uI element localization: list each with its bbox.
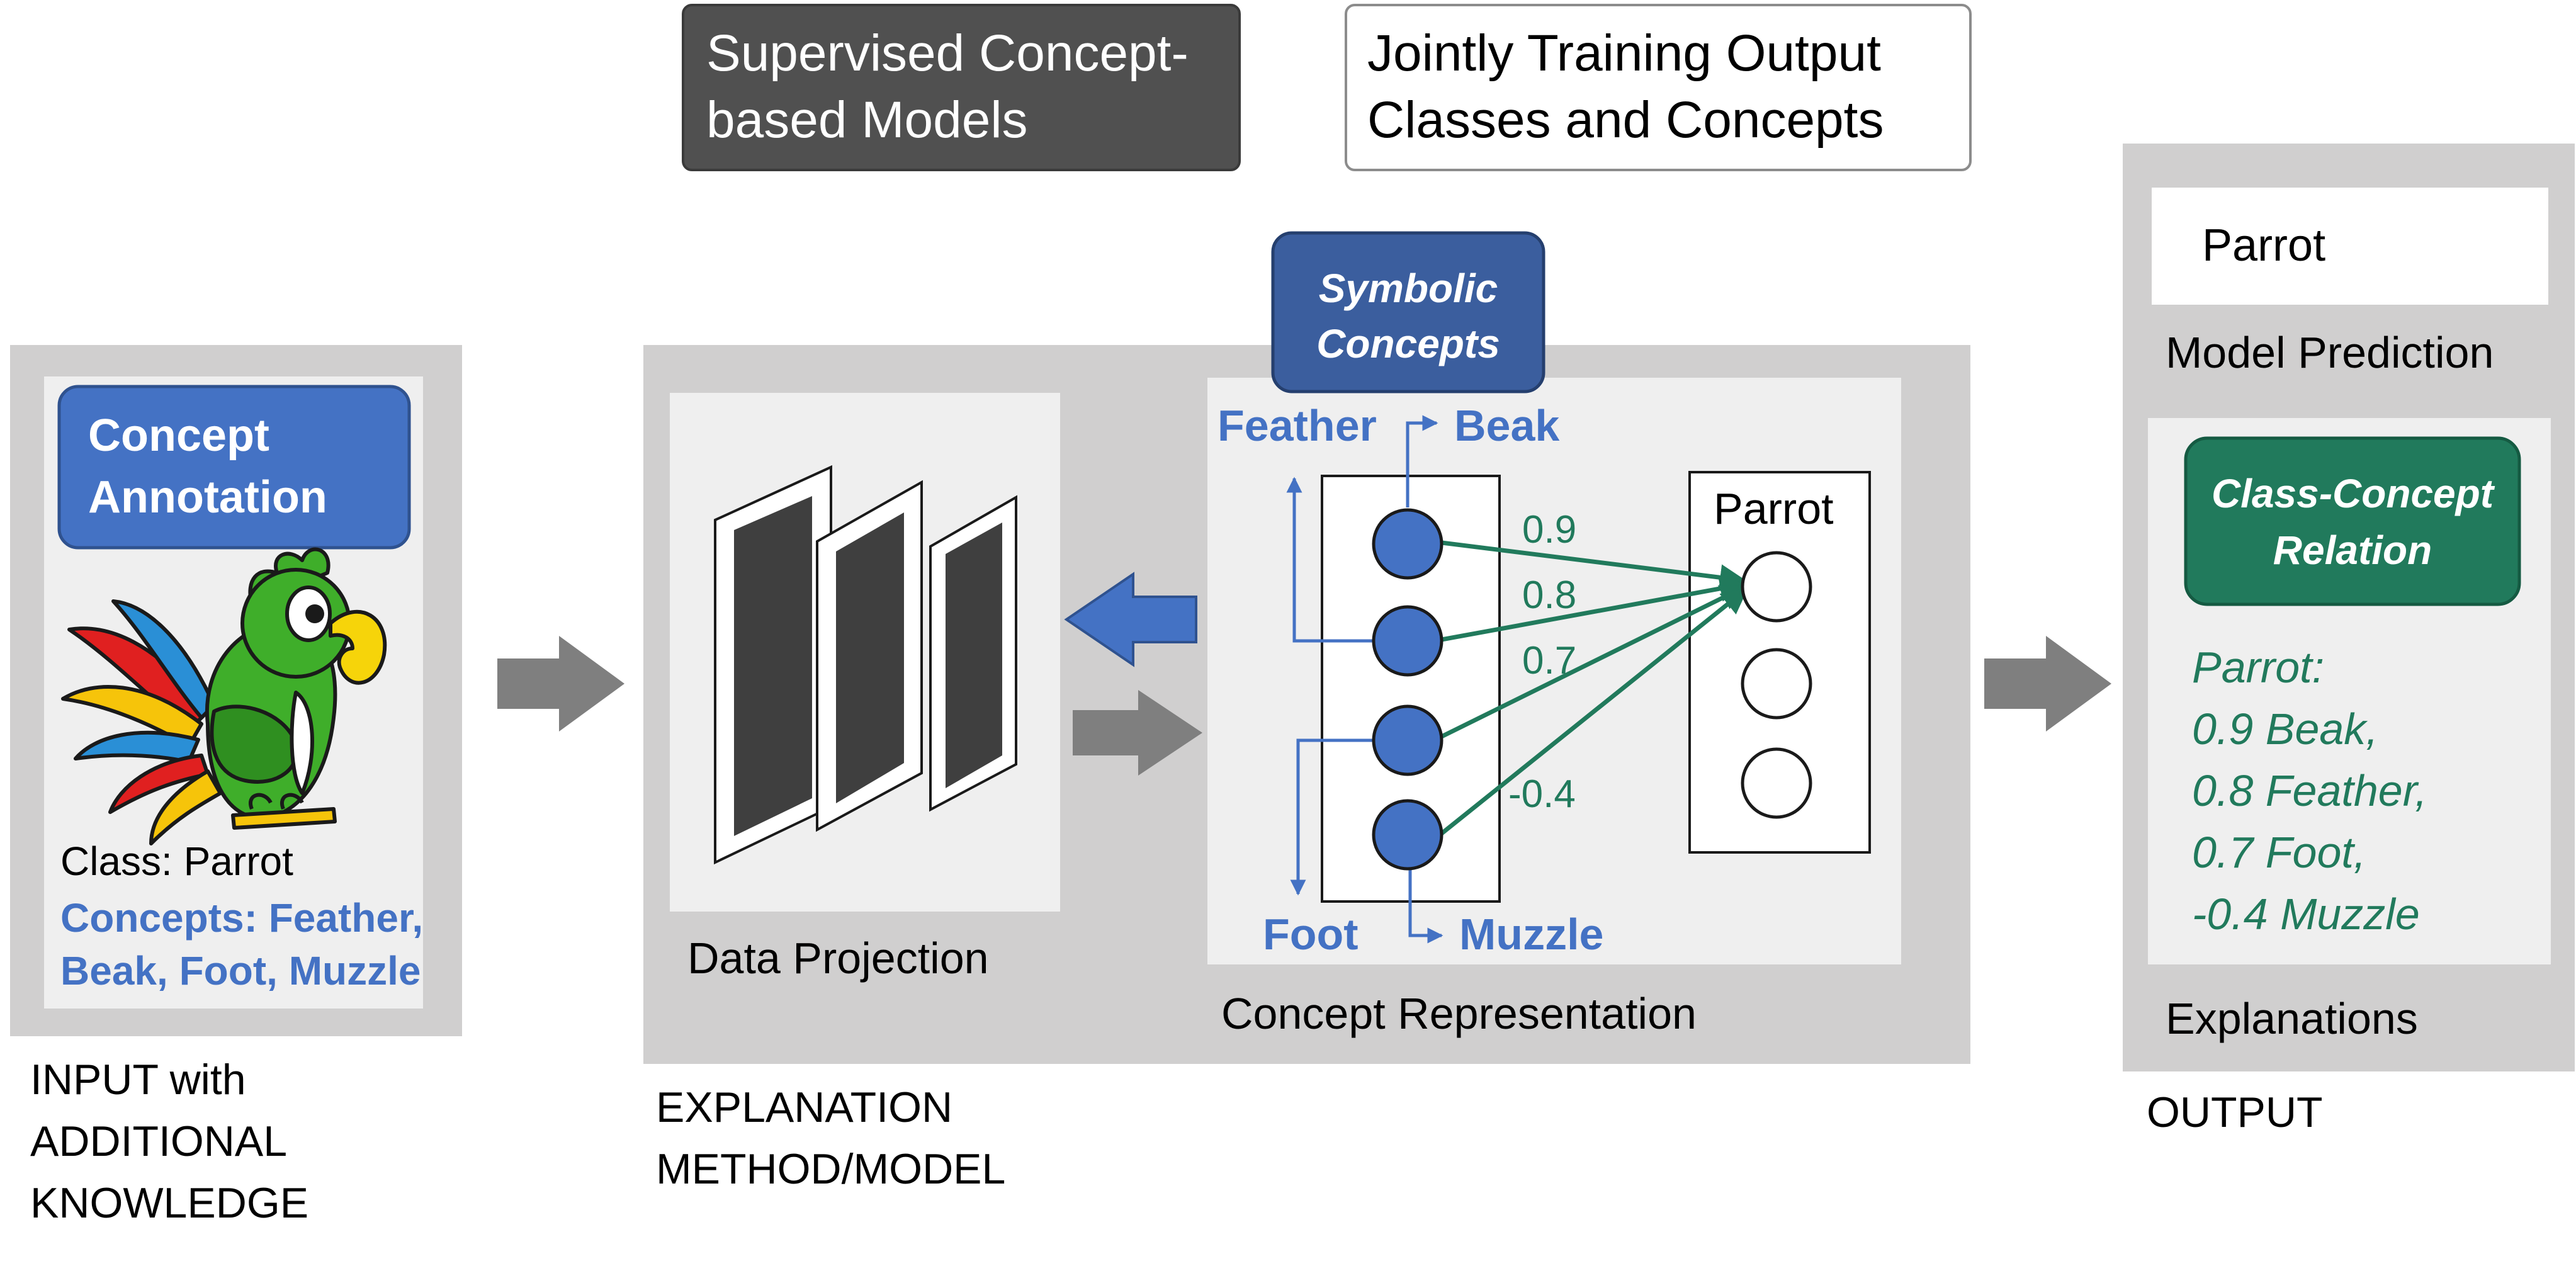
concept-annotation-line1: Concept bbox=[88, 410, 269, 461]
supervised-title-line1: Supervised Concept- bbox=[706, 25, 1189, 82]
input-caption-line2: ADDITIONAL bbox=[30, 1117, 287, 1165]
relation-line1: Class-Concept bbox=[2212, 471, 2495, 516]
concept-label-foot: Foot bbox=[1263, 910, 1359, 959]
weight-beak: 0.9 bbox=[1522, 508, 1576, 551]
weight-foot: 0.7 bbox=[1522, 639, 1576, 682]
jointly-training-box: Jointly Training Output Classes and Conc… bbox=[1345, 4, 1972, 171]
method-caption-line2: METHOD/MODEL bbox=[656, 1145, 1005, 1193]
jointly-title-line2: Classes and Concepts bbox=[1367, 91, 1884, 149]
model-prediction-label: Model Prediction bbox=[2166, 328, 2494, 377]
weight-muzzle: -0.4 bbox=[1508, 772, 1576, 816]
concept-label-beak: Beak bbox=[1454, 401, 1559, 450]
concept-labels: Feather Beak Foot Muzzle bbox=[1217, 401, 1603, 959]
class-node-2 bbox=[1741, 648, 1812, 720]
input-concepts-line1: Concepts: Feather, bbox=[60, 895, 423, 941]
weight-feather: 0.8 bbox=[1522, 574, 1576, 617]
symbolic-concepts-badge: Symbolic Concepts bbox=[1271, 231, 1545, 393]
prediction-value: Parrot bbox=[2202, 220, 2325, 271]
edge-weights: 0.9 0.8 0.7 -0.4 bbox=[1508, 508, 1576, 816]
concept-label-muzzle: Muzzle bbox=[1459, 910, 1603, 959]
output-caption: OUTPUT bbox=[2147, 1088, 2323, 1136]
concept-label-feather: Feather bbox=[1217, 401, 1377, 450]
supervised-models-box: Supervised Concept- based Models bbox=[682, 4, 1241, 171]
projection-to-concepts-arrow bbox=[1073, 690, 1202, 776]
class-node-3 bbox=[1741, 747, 1812, 819]
class-concept-relation-badge: Class-Concept Relation bbox=[2184, 436, 2521, 606]
input-concepts-line2: Beak, Foot, Muzzle bbox=[60, 948, 421, 993]
explanation-text: Parrot: 0.9 Beak, 0.8 Feather, 0.7 Foot,… bbox=[2192, 643, 2427, 939]
input-caption-line3: KNOWLEDGE bbox=[30, 1179, 308, 1227]
explanation-line-feather: 0.8 Feather, bbox=[2192, 766, 2427, 815]
concept-nodes bbox=[1372, 508, 1443, 871]
symbolic-concepts-line1: Symbolic bbox=[1319, 266, 1498, 311]
class-node-parrot bbox=[1741, 551, 1812, 623]
concept-annotation-line2: Annotation bbox=[88, 472, 327, 523]
feature-map-stack bbox=[714, 465, 1017, 865]
explanation-line-muzzle: -0.4 Muzzle bbox=[2192, 890, 2420, 939]
explanation-line-beak: 0.9 Beak, bbox=[2192, 704, 2378, 754]
explanations-label: Explanations bbox=[2166, 994, 2418, 1043]
input-class-label: Class: Parrot bbox=[60, 839, 293, 884]
explanation-line-class: Parrot: bbox=[2192, 643, 2324, 692]
input-caption: INPUT with ADDITIONAL KNOWLEDGE bbox=[30, 1056, 308, 1227]
concept-node-feather bbox=[1372, 605, 1443, 677]
supervised-title-line2: based Models bbox=[706, 91, 1028, 149]
concept-annotation-box: Concept Annotation bbox=[57, 385, 411, 550]
prediction-box bbox=[2152, 188, 2548, 305]
feedback-arrow bbox=[1064, 572, 1197, 667]
explanation-line-foot: 0.7 Foot, bbox=[2192, 828, 2366, 877]
jointly-title-line1: Jointly Training Output bbox=[1367, 25, 1881, 82]
output-panel: Parrot Model Prediction Class-Concept Re… bbox=[2123, 144, 2575, 1071]
concept-node-beak bbox=[1372, 508, 1443, 580]
concept-representation-label: Concept Representation bbox=[1221, 989, 1697, 1038]
class-layer-label: Parrot bbox=[1714, 484, 1834, 533]
method-caption-line1: EXPLANATION bbox=[656, 1083, 952, 1131]
weighted-edges bbox=[1440, 540, 1749, 835]
concept-label-connectors bbox=[1286, 415, 1443, 944]
method-caption: EXPLANATION METHOD/MODEL bbox=[656, 1083, 1005, 1193]
parrot-illustration bbox=[61, 547, 387, 845]
data-projection-label: Data Projection bbox=[687, 934, 989, 983]
input-to-method-arrow bbox=[497, 636, 624, 732]
data-projection-box bbox=[670, 393, 1060, 912]
relation-line2: Relation bbox=[2273, 528, 2432, 573]
class-nodes bbox=[1741, 551, 1812, 819]
method-to-output-arrow bbox=[1984, 636, 2111, 732]
concept-node-foot bbox=[1372, 704, 1443, 776]
method-panel: Data Projection Concept Representation P… bbox=[643, 231, 1970, 1064]
input-panel: Concept Annotation bbox=[10, 345, 462, 1036]
concept-node-muzzle bbox=[1372, 799, 1443, 871]
input-caption-line1: INPUT with bbox=[30, 1056, 246, 1104]
symbolic-concepts-line2: Concepts bbox=[1316, 321, 1500, 366]
